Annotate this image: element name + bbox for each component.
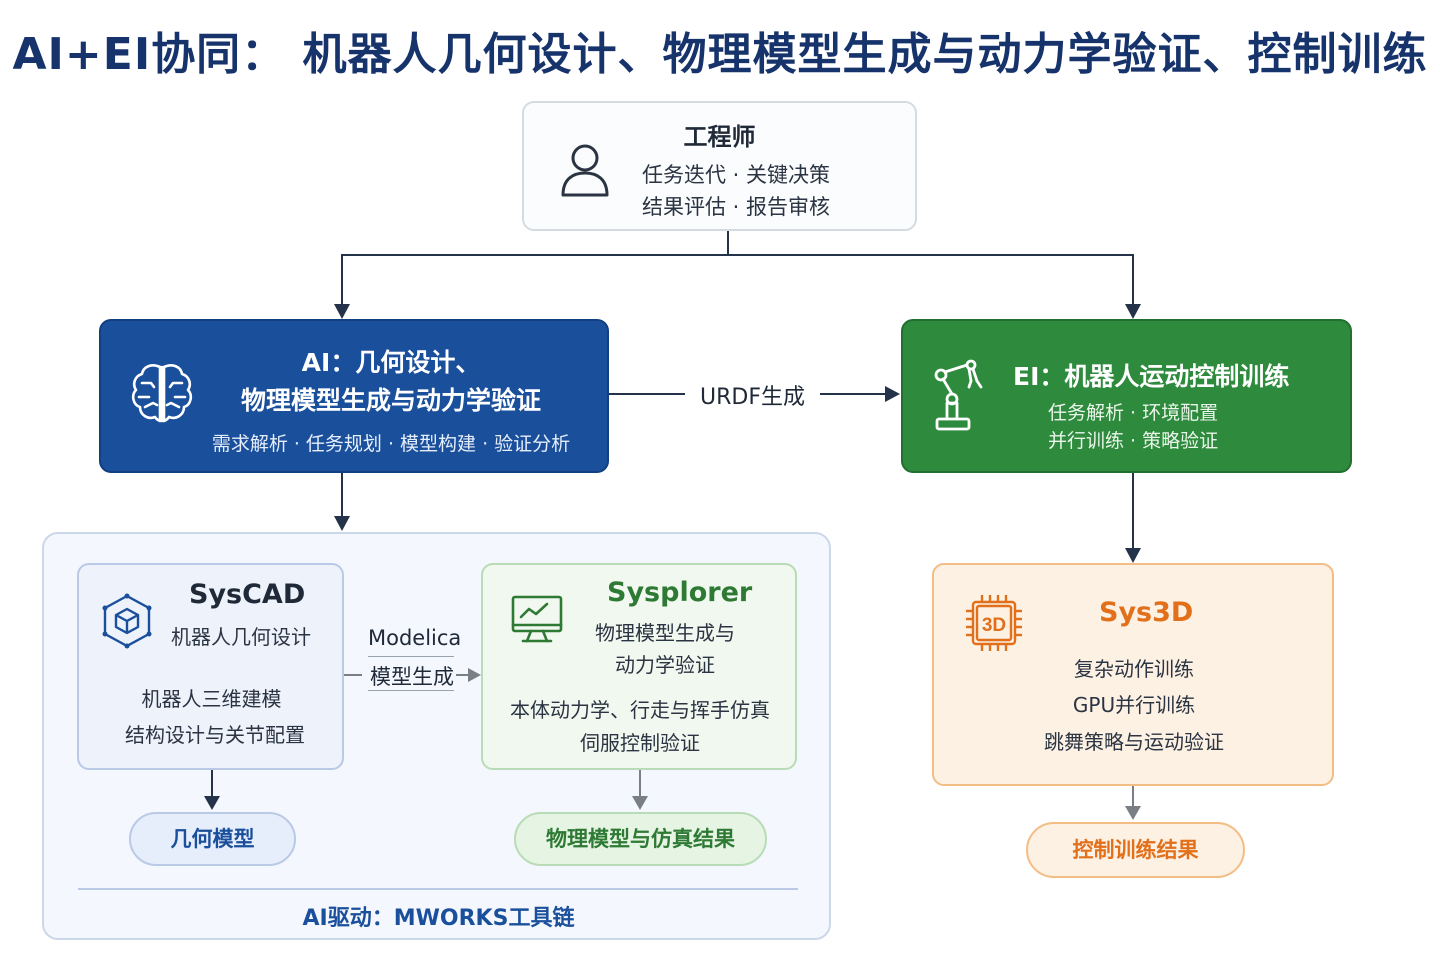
toolchain-label: AI驱动：MWORKS工具链: [302, 906, 575, 931]
arrowhead-urdf: [885, 386, 900, 402]
output-physics-results: 物理模型与仿真结果: [514, 812, 767, 866]
ei-box: EI：机器人运动控制训练 任务解析 · 环境配置 并行训练 · 策略验证: [901, 319, 1352, 473]
connector-modelica-left: [344, 674, 362, 676]
chip-3d-icon: 3D: [966, 595, 1022, 651]
connector-sysplorer-down: [639, 770, 641, 798]
urdf-label: URDF生成: [700, 385, 805, 410]
connector-to-ei: [1132, 254, 1134, 306]
output-geometry-model: 几何模型: [129, 812, 296, 866]
engineer-title: 工程师: [683, 123, 756, 151]
syscad-title: SysCAD: [189, 579, 306, 610]
ai-title-line-1: AI：几何设计、: [301, 348, 481, 377]
arrowhead-ei-down: [1125, 548, 1141, 563]
modelica-label-2: 模型生成: [370, 665, 454, 689]
ei-line-1: 任务解析 · 环境配置: [1048, 402, 1219, 424]
person-icon: [561, 144, 609, 197]
sys3d-line-2: GPU并行训练: [1072, 693, 1196, 717]
modelica-underline-2: [368, 690, 454, 691]
connector-sys3d-down: [1132, 786, 1134, 808]
ai-title-line-2: 物理模型生成与动力学验证: [240, 386, 541, 415]
page-title: AI+EI协同： 机器人几何设计、物理模型生成与动力学验证、控制训练: [12, 29, 1428, 80]
arrowhead-ai-down: [334, 516, 350, 531]
syscad-subtitle: 机器人几何设计: [171, 625, 311, 649]
toolchain-divider: [78, 888, 798, 890]
arrowhead-sys3d-down: [1125, 806, 1141, 820]
connector-ei-down: [1132, 473, 1134, 550]
sys3d-box: 3D Sys3D 复杂动作训练 GPU并行训练 跳舞策略与运动验证: [932, 563, 1334, 786]
syscad-line-2: 结构设计与关节配置: [125, 723, 305, 747]
connector-to-ai: [341, 254, 343, 306]
connector-horizontal-top: [341, 254, 1134, 256]
connector-syscad-down: [211, 770, 213, 798]
output-control-training: 控制训练结果: [1026, 822, 1245, 878]
ai-subtitle: 需求解析 · 任务规划 · 模型构建 · 验证分析: [211, 433, 571, 455]
syscad-line-1: 机器人三维建模: [141, 687, 282, 711]
sysplorer-box: Sysplorer 物理模型生成与 动力学验证 本体动力学、行走与挥手仿真 伺服…: [481, 563, 797, 770]
sysplorer-line-1: 本体动力学、行走与挥手仿真: [510, 698, 770, 722]
cube-icon: [102, 593, 152, 649]
engineer-line-2: 结果评估 · 报告审核: [642, 195, 831, 219]
sys3d-line-3: 跳舞策略与运动验证: [1044, 730, 1224, 754]
arrowhead-syscad-down: [204, 796, 220, 810]
modelica-underline: [368, 656, 454, 657]
modelica-label-1: Modelica: [368, 626, 462, 650]
sys3d-title: Sys3D: [1099, 597, 1194, 628]
arrowhead-to-ai: [334, 304, 350, 319]
connector-urdf-left: [609, 393, 685, 395]
ei-title: EI：机器人运动控制训练: [1013, 362, 1290, 391]
connector-urdf-right: [820, 393, 888, 395]
ai-box: AI：几何设计、 物理模型生成与动力学验证 需求解析 · 任务规划 · 模型构建…: [99, 319, 609, 473]
engineer-box: 工程师 任务迭代 · 关键决策 结果评估 · 报告审核: [522, 101, 917, 231]
ei-line-2: 并行训练 · 策略验证: [1048, 430, 1219, 452]
arrowhead-modelica: [468, 668, 481, 682]
monitor-chart-icon: [511, 595, 563, 643]
sysplorer-title: Sysplorer: [607, 577, 753, 608]
sysplorer-subtitle-1: 物理模型生成与: [595, 621, 735, 645]
connector-engineer-down: [727, 231, 729, 256]
syscad-box: SysCAD 机器人几何设计 机器人三维建模 结构设计与关节配置: [77, 563, 344, 770]
sys3d-line-1: 复杂动作训练: [1074, 657, 1194, 681]
sysplorer-subtitle-2: 动力学验证: [615, 653, 715, 677]
engineer-line-1: 任务迭代 · 关键决策: [642, 163, 831, 187]
connector-modelica-right: [456, 674, 470, 676]
brain-icon: [131, 364, 193, 423]
robot-arm-icon: [934, 359, 983, 431]
arrowhead-sysplorer-down: [632, 796, 648, 810]
connector-ai-down: [341, 473, 343, 519]
arrowhead-to-ei: [1125, 304, 1141, 319]
chip-3d-label: 3D: [982, 615, 1006, 636]
sysplorer-line-2: 伺服控制验证: [580, 731, 700, 755]
